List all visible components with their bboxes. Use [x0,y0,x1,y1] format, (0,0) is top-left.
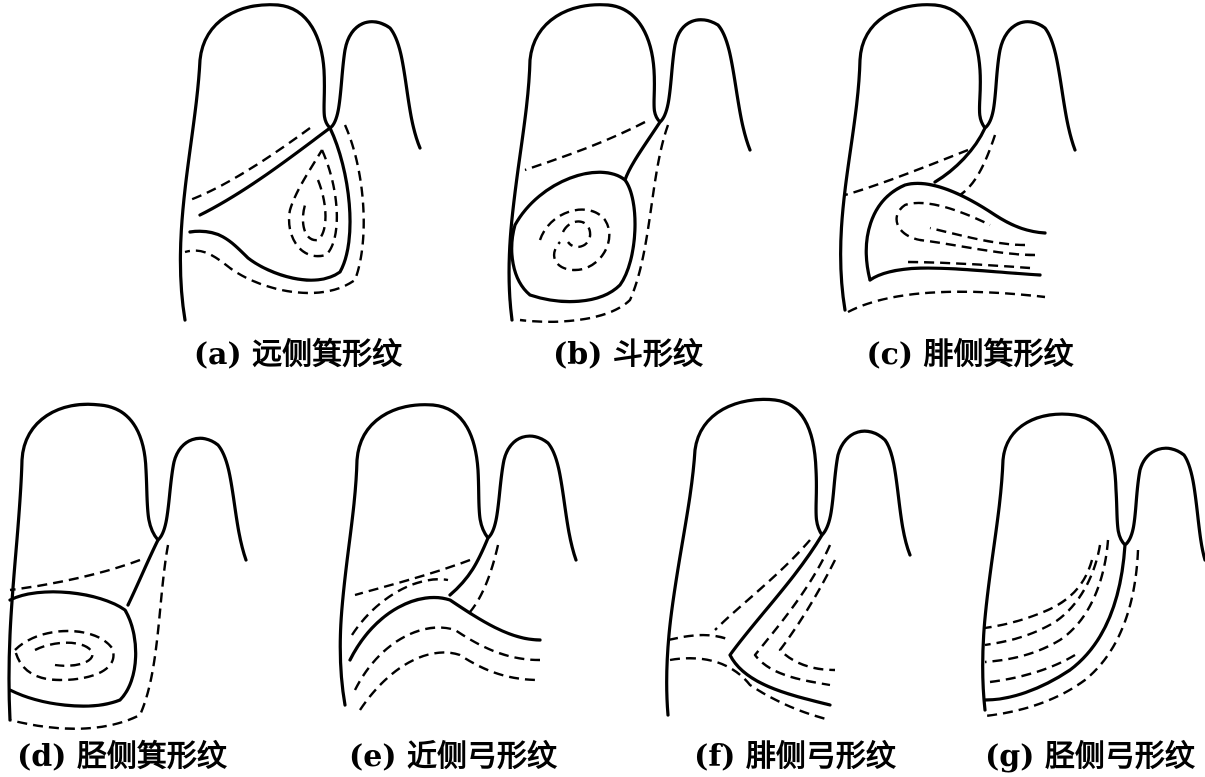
ridge-line [198,126,332,217]
ridge-line [126,538,160,607]
whorl-inner-dash [561,220,592,249]
ridge-dash [189,127,311,202]
ridge-dash [9,544,170,730]
arch-line [728,533,832,707]
ridge-dash [714,539,811,631]
caption-g: (g) 胫侧弓形纹 [985,739,1195,774]
ridge-line [448,536,490,597]
arch-dash [984,549,1140,718]
toe-outline [178,3,422,322]
arch-dash [350,578,449,636]
toe-outline [665,397,912,717]
arch-line [983,543,1127,702]
loop-inner-dash [301,179,327,242]
ridge-line [933,126,987,184]
caption-b: (b) 斗形纹 [553,337,703,372]
loop-core-line [188,126,352,282]
arch-dash [989,653,1076,684]
ridge-dash [667,633,731,642]
loop-inner-dash [13,629,115,682]
arch-dash [984,559,1094,630]
caption-f: (f) 腓侧弓形纹 [694,739,896,774]
arch-dash [669,657,831,722]
whorl-inner-dash [538,208,611,272]
ridge-dash [469,544,500,613]
arch-dash [753,544,832,687]
ridge-line [623,120,662,182]
ridge-dash [959,134,997,196]
ridge-dash [847,290,1046,314]
arch-dash [984,544,1102,647]
toe-outline [507,3,752,322]
ridge-dash [844,148,969,197]
toe-outline [981,412,1205,712]
toe-outline [839,3,1077,312]
arch-line [348,595,542,662]
loop-core-line [8,590,138,708]
loop-core-line [864,181,1047,282]
loop-inner-dash [34,641,94,667]
arch-dash [984,539,1110,664]
caption-a: (a) 远侧箕形纹 [193,337,403,372]
ridge-dash [184,124,365,295]
whorl-outer [510,170,637,304]
toe-outline [7,402,248,722]
loop-inner-dash [929,226,1026,247]
caption-c: (c) 腓侧箕形纹 [866,337,1074,372]
caption-d: (d) 胫侧箕形纹 [17,739,227,774]
caption-e: (e) 近侧弓形纹 [349,739,557,774]
loop-inner-dash [904,260,1031,270]
toe-outline [338,403,578,707]
arch-dash [359,651,541,711]
loop-inner-dash [287,149,339,258]
arch-dash [778,559,837,672]
ridge-dash [524,120,646,172]
ridge-dash [9,558,141,592]
loop-core-line [868,266,1042,282]
loop-inner-dash [895,201,1036,257]
